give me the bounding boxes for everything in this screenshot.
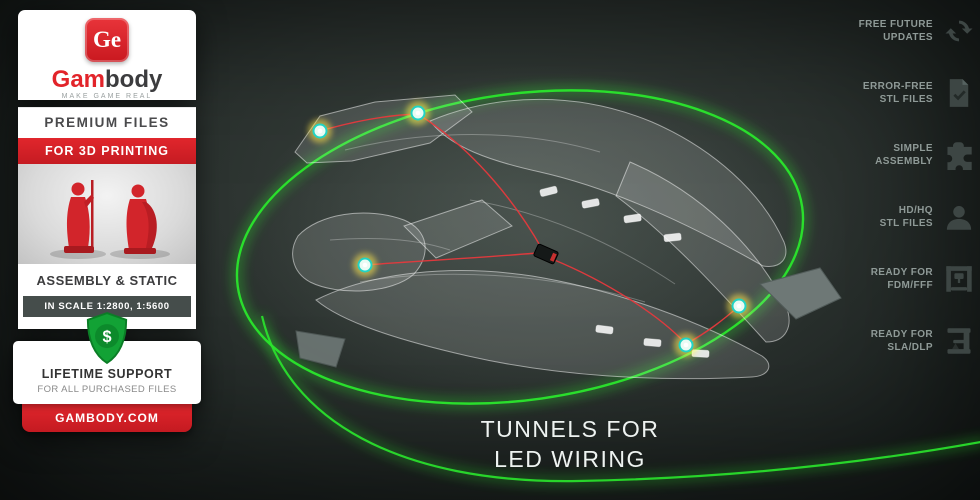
assembly-clip — [595, 324, 614, 335]
shield-dollar-symbol: $ — [102, 328, 111, 346]
feature-label: READY FOR FDM/FFF — [871, 266, 933, 292]
assembly-static-label: ASSEMBLY & STATIC — [36, 273, 178, 288]
brand-card: Ge Gambody MAKE GAME REAL PREMIUM FILES … — [13, 10, 201, 432]
brand-name-red: Gam — [51, 66, 106, 93]
led-marker — [727, 294, 751, 318]
assembly-clip — [623, 213, 642, 224]
feature-label: FREE FUTURE UPDATES — [859, 18, 933, 44]
feature-line1: SIMPLE — [893, 143, 933, 154]
hd-quality-icon — [944, 202, 974, 232]
feature-line2: SLA/DLP — [887, 342, 933, 353]
gambody-logo: Ge — [85, 18, 129, 62]
premium-files-label: PREMIUM FILES — [18, 107, 196, 138]
assembly-clip — [581, 198, 600, 209]
support-subtitle: FOR ALL PURCHASED FILES — [37, 384, 177, 395]
scale-label: IN SCALE 1:2800, 1:5600 — [23, 296, 191, 317]
support-title: LIFETIME SUPPORT — [41, 367, 173, 381]
green-glow-ring — [232, 86, 808, 408]
feature-line1: READY FOR — [870, 267, 933, 278]
feature-line2: FDM/FFF — [887, 280, 933, 291]
feature-line1: ERROR-FREE — [862, 81, 933, 92]
figurine-standing — [64, 180, 94, 253]
brand-header: Ge Gambody MAKE GAME REAL — [18, 10, 196, 100]
caption-line2: LED WIRING — [494, 446, 646, 472]
for-3d-printing-banner: FOR 3D PRINTING — [18, 138, 196, 164]
feature-item-fdm: READY FOR FDM/FFF — [814, 264, 974, 294]
caption-line1: TUNNELS FOR — [480, 416, 660, 442]
feature-line2: ASSEMBLY — [875, 156, 933, 167]
feature-label: HD/HQ STL FILES — [880, 204, 933, 230]
lifetime-support-panel: $ LIFETIME SUPPORT FOR ALL PURCHASED FIL… — [13, 312, 201, 404]
led-markers — [308, 101, 751, 357]
assembly-clip — [539, 185, 558, 197]
feature-item-error-free: ERROR-FREE STL FILES — [814, 78, 974, 108]
gambody-website-link[interactable]: GAMBODY.COM — [22, 404, 192, 432]
assembly-clip — [663, 232, 682, 243]
battery-pack — [533, 243, 559, 265]
figurines-preview — [18, 164, 196, 264]
led-marker — [308, 119, 332, 143]
support-shield-icon: $ — [86, 312, 128, 365]
printed-gray-part — [759, 267, 842, 320]
feature-line1: FREE FUTURE — [858, 19, 933, 30]
feature-line2: UPDATES — [883, 32, 933, 43]
feature-item-sla: READY FOR SLA/DLP — [814, 326, 974, 356]
feature-list: FREE FUTURE UPDATES ERROR-FREE STL FILES… — [814, 16, 974, 356]
feature-line2: STL FILES — [879, 94, 933, 105]
feature-item-updates: FREE FUTURE UPDATES — [814, 16, 974, 46]
simple-assembly-icon — [944, 140, 974, 170]
sla-printer-icon — [944, 326, 974, 356]
logo-monogram: Ge — [92, 27, 122, 52]
caption-tunnels-led: TUNNELS FOR LED WIRING — [420, 414, 720, 474]
feature-item-assembly: SIMPLE ASSEMBLY — [814, 140, 974, 170]
error-free-files-icon — [944, 78, 974, 108]
brand-name: Gambody — [18, 67, 196, 93]
led-marker — [674, 333, 698, 357]
led-marker — [406, 101, 430, 125]
assembly-clip — [643, 337, 662, 348]
ship-backlight — [240, 63, 850, 407]
brand-name-dark: body — [105, 66, 163, 93]
feature-label: READY FOR SLA/DLP — [871, 328, 933, 354]
fdm-printer-icon — [944, 264, 974, 294]
feature-label: SIMPLE ASSEMBLY — [875, 142, 933, 168]
led-marker — [353, 253, 377, 277]
feature-label: ERROR-FREE STL FILES — [863, 80, 933, 106]
feature-line2: STL FILES — [879, 218, 933, 229]
figurines-illustration — [50, 180, 170, 259]
printed-gray-part — [295, 330, 346, 368]
feature-line1: HD/HQ — [898, 205, 933, 216]
feature-line1: READY FOR — [870, 329, 933, 340]
feature-item-hd-hq: HD/HQ STL FILES — [814, 202, 974, 232]
green-swoosh — [258, 315, 980, 485]
figurine-caped — [124, 184, 157, 254]
future-updates-icon — [944, 16, 974, 46]
brand-tagline: MAKE GAME REAL — [61, 93, 153, 100]
